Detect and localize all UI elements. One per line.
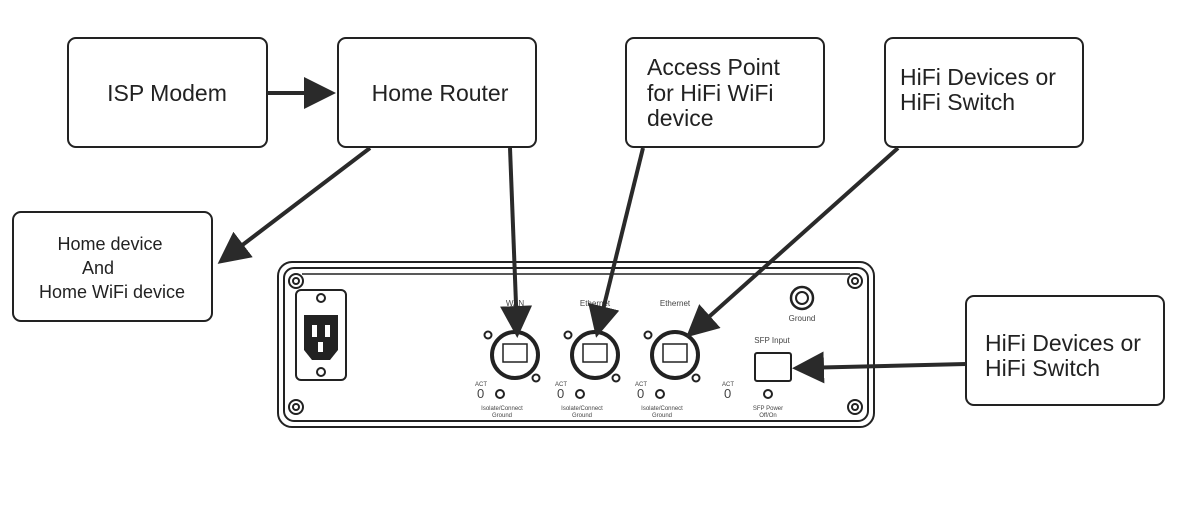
sfp-power-switch-icon[interactable] <box>763 389 773 399</box>
home-device-box: Home device And Home WiFi device <box>12 211 213 322</box>
wan-port: WAN ACT 0 Isolate/Connect Ground <box>475 299 541 419</box>
hifi-devices-top-box: HiFi Devices or HiFi Switch <box>884 37 1084 148</box>
access-point-line: device <box>647 105 713 131</box>
arrow-hifi-to-sfp <box>792 351 967 384</box>
arrow-router-to-wan <box>500 147 533 338</box>
isp-modem-label: ISP Modem <box>107 80 227 106</box>
arrow-hifi-to-ethernet <box>686 146 900 338</box>
switch-label: Isolate/Connect <box>481 406 523 412</box>
home-router-box: Home Router <box>337 37 537 148</box>
sfp-label: SFP Input <box>754 336 790 345</box>
switch-label: Ground <box>652 413 672 419</box>
ground-switch-icon[interactable] <box>655 389 665 399</box>
access-point-line: for HiFi WiFi <box>647 80 773 106</box>
power-inlet-icon <box>295 289 347 381</box>
act-label: ACT <box>475 382 487 388</box>
arrow-router-to-home-device <box>217 146 372 264</box>
switch-label: SFP Power <box>753 406 783 412</box>
arrow-ap-to-ethernet <box>588 147 645 338</box>
isp-modem-box: ISP Modem <box>67 37 268 148</box>
ethernet-port-1: Ethernet ACT 0 Isolate/Connect Ground <box>555 299 621 419</box>
ground-switch-icon[interactable] <box>495 389 505 399</box>
act-led: 0 <box>477 386 484 401</box>
port-label: Ethernet <box>660 299 691 308</box>
screw-icon <box>288 273 863 415</box>
hifi-top-line: HiFi Devices or <box>900 64 1056 90</box>
sfp-input: SFP Input ACT 0 SFP Power Off/On <box>722 336 792 419</box>
home-router-label: Home Router <box>372 80 509 106</box>
device-rear-panel: WAN ACT 0 Isolate/Connect Ground Etherne… <box>277 261 875 428</box>
switch-label: Isolate/Connect <box>641 406 683 412</box>
sfp-slot <box>754 352 792 382</box>
act-led: 0 <box>724 386 731 401</box>
hifi-top-line: HiFi Switch <box>900 89 1015 115</box>
act-label: ACT <box>635 382 647 388</box>
switch-label: Ground <box>492 413 512 419</box>
act-led: 0 <box>637 386 644 401</box>
act-label: ACT <box>722 382 734 388</box>
switch-label: Off/On <box>759 413 777 419</box>
hifi-right-line: HiFi Switch <box>985 355 1100 381</box>
act-label: ACT <box>555 382 567 388</box>
home-device-line: Home WiFi device <box>39 282 185 302</box>
hifi-devices-right-box: HiFi Devices or HiFi Switch <box>965 295 1165 406</box>
ethernet-port-2: Ethernet ACT 0 Isolate/Connect Ground <box>635 299 701 419</box>
ground-terminal: Ground <box>789 285 816 323</box>
ground-label: Ground <box>789 314 816 323</box>
ground-switch-icon[interactable] <box>575 389 585 399</box>
access-point-box: Access Point for HiFi WiFi device <box>625 37 825 148</box>
act-led: 0 <box>557 386 564 401</box>
switch-label: Ground <box>572 413 592 419</box>
access-point-line: Access Point <box>647 54 781 80</box>
connection-arrows <box>217 77 967 384</box>
switch-label: Isolate/Connect <box>561 406 603 412</box>
hifi-right-line: HiFi Devices or <box>985 330 1141 356</box>
home-device-line: Home device <box>57 234 162 254</box>
home-device-line: And <box>82 258 114 278</box>
